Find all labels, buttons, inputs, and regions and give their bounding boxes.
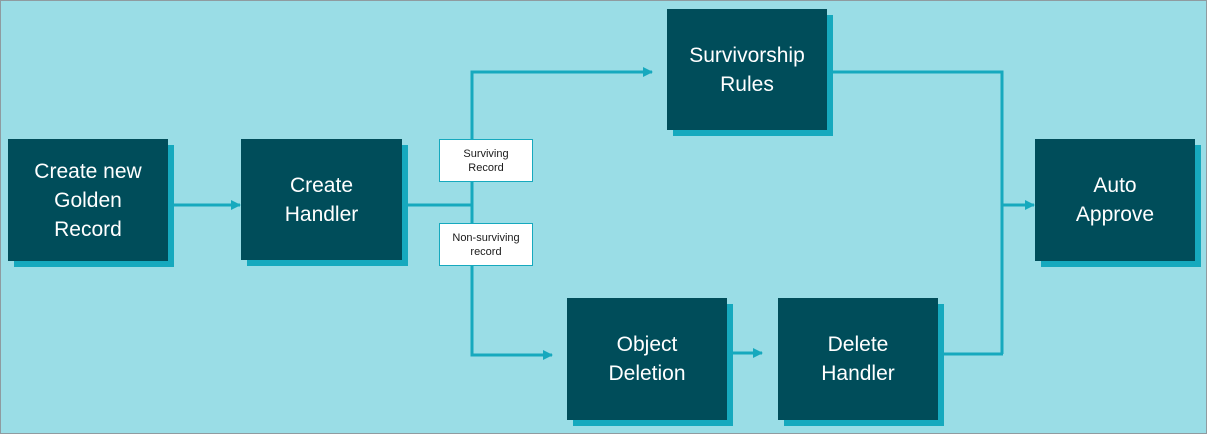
delete-handler-label: Delete Handler — [821, 333, 895, 385]
object-deletion-node: Object Deletion — [567, 298, 727, 420]
auto-approve-label: Auto Approve — [1075, 174, 1155, 226]
line-survivorship-rules-to-merge — [827, 70, 1004, 354]
object-deletion-label: Object Deletion — [608, 333, 686, 385]
surviving-record-tag: Surviving Record — [439, 139, 533, 182]
delete-handler-node: Delete Handler — [778, 298, 938, 420]
non-surviving-record-tag: Non-surviving record — [439, 223, 533, 266]
survivorship-rules-node: Survivorship Rules — [667, 9, 827, 130]
surviving-record-text: Surviving Record — [463, 147, 509, 174]
non-surviving-record-text: Non-surviving record — [452, 231, 520, 258]
create-handler-label: Create Handler — [284, 173, 359, 226]
create-golden-record-label: Create new Golden Record — [34, 159, 142, 241]
auto-approve-node: Auto Approve — [1035, 139, 1195, 261]
create-golden-record-node: Create new Golden Record — [8, 139, 168, 261]
survivorship-rules-label: Survivorship Rules — [689, 43, 805, 96]
create-handler-node: Create Handler — [241, 139, 402, 260]
